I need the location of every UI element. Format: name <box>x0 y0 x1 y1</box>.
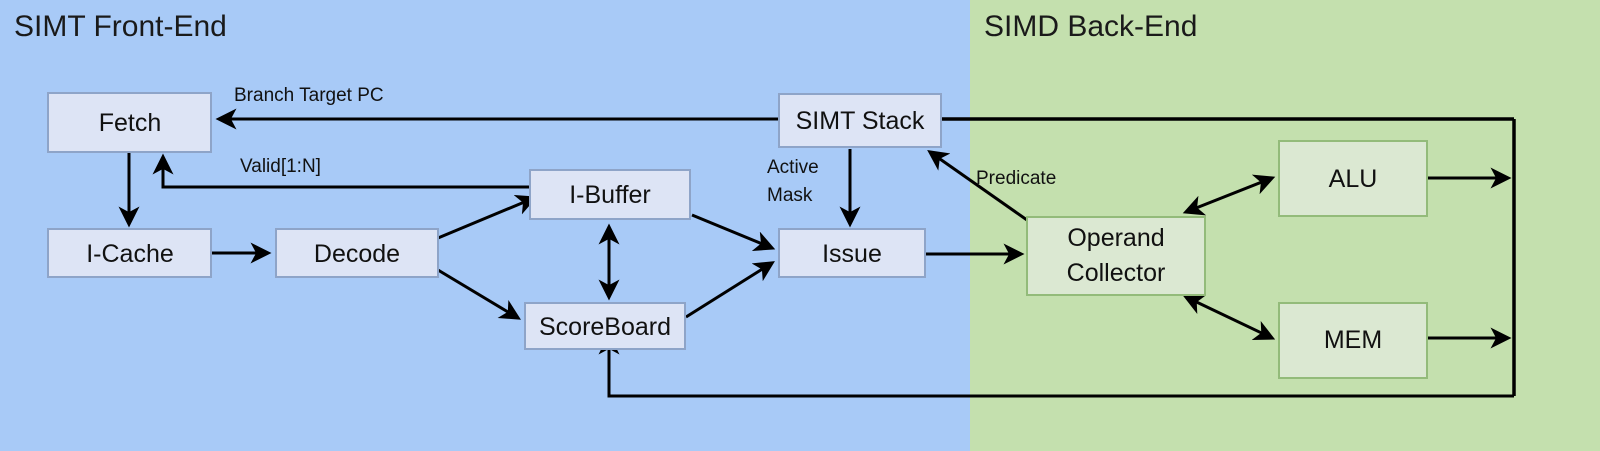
node-decode[interactable]: Decode <box>275 228 439 278</box>
edge-decode-to-ibuffer <box>437 195 538 240</box>
edge-ibuffer-to-issue <box>691 213 776 252</box>
node-scoreboard[interactable]: ScoreBoard <box>524 302 686 350</box>
node-decode-box[interactable] <box>275 228 439 278</box>
node-simt-stack-label: SIMT Stack <box>796 107 925 135</box>
node-fetch-label: Fetch <box>99 109 162 137</box>
node-simt-stack-box[interactable] <box>778 93 942 148</box>
edge-label-valid-1-n: Valid[1:N] <box>240 156 321 177</box>
edge-writeback-to-scoreboard <box>598 333 1514 398</box>
edge-label-predicate: Predicate <box>976 168 1056 189</box>
edge-label-active-mask-line1: Active <box>767 157 819 178</box>
edge-predicate <box>927 149 1028 222</box>
edge-scoreboard-to-issue <box>685 261 775 319</box>
node-simt-stack[interactable]: SIMT Stack <box>778 93 942 148</box>
node-decode-label: Decode <box>314 240 400 268</box>
node-fetch[interactable]: Fetch <box>47 92 212 153</box>
edge-label-branch-target-pc: Branch Target PC <box>234 85 384 106</box>
edge-operand-collector-mem-bidirectional <box>1182 295 1276 340</box>
node-alu-label: ALU <box>1329 165 1378 193</box>
node-issue-box[interactable] <box>778 228 926 278</box>
node-operand-collector-label-line2: Collector <box>1067 259 1166 287</box>
node-mem[interactable]: MEM <box>1278 302 1428 379</box>
node-mem-box[interactable] <box>1278 302 1428 379</box>
node-scoreboard-box[interactable] <box>524 302 686 350</box>
back-end-region-label: SIMD Back-End <box>984 10 1197 43</box>
node-issue-label: Issue <box>822 240 882 268</box>
node-mem-label: MEM <box>1324 326 1382 354</box>
node-issue[interactable]: Issue <box>778 228 926 278</box>
node-icache[interactable]: I-Cache <box>47 228 212 278</box>
node-ibuffer[interactable]: I-Buffer <box>529 169 691 220</box>
node-icache-label: I-Cache <box>86 240 174 268</box>
node-icache-box[interactable] <box>47 228 212 278</box>
edge-label-active-mask-line2: Mask <box>767 185 813 206</box>
front-end-region-background <box>0 0 970 451</box>
node-operand-collector-box[interactable] <box>1026 216 1206 296</box>
edge-valid-1-n <box>152 153 541 189</box>
edge-decode-to-scoreboard <box>437 268 522 320</box>
node-operand-collector-label-line1: Operand <box>1067 224 1164 252</box>
node-alu[interactable]: ALU <box>1278 140 1428 217</box>
node-ibuffer-box[interactable] <box>529 169 691 220</box>
node-scoreboard-label: ScoreBoard <box>539 313 671 341</box>
node-operand-collector[interactable]: Operand Collector <box>1026 216 1206 296</box>
node-alu-box[interactable] <box>1278 140 1428 217</box>
node-fetch-box[interactable] <box>47 92 212 153</box>
edge-operand-collector-alu-bidirectional <box>1182 174 1276 216</box>
node-ibuffer-label: I-Buffer <box>569 181 651 209</box>
front-end-region-label: SIMT Front-End <box>14 10 227 43</box>
